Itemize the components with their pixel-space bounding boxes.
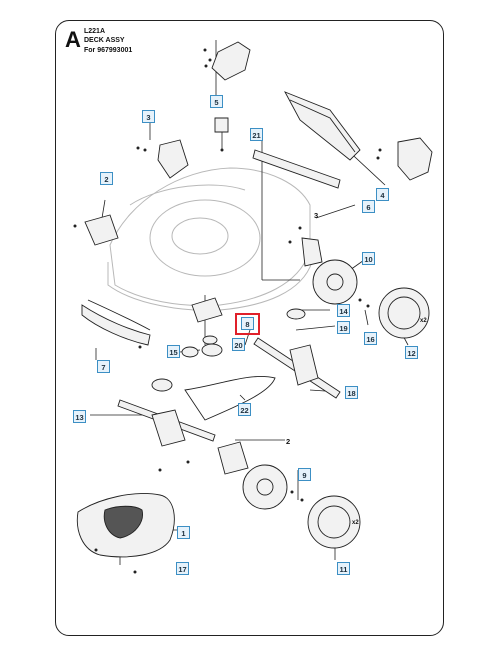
- callout-15[interactable]: 15: [167, 345, 180, 358]
- callout-12[interactable]: 12: [405, 346, 418, 359]
- callout-20[interactable]: 20: [232, 338, 245, 351]
- callout-21[interactable]: 21: [250, 128, 263, 141]
- section-letter: A: [65, 27, 81, 52]
- callout-5[interactable]: 5: [210, 95, 223, 108]
- mower-deck-outline: [107, 167, 313, 311]
- callout-11[interactable]: 11: [337, 562, 350, 575]
- callout-9[interactable]: 9: [298, 468, 311, 481]
- callout-17[interactable]: 17: [176, 562, 189, 575]
- qty-label-wheel-rear: x2: [420, 318, 427, 324]
- parts-drawings: [76, 41, 433, 558]
- diagram-frame: [55, 20, 444, 636]
- callout-22[interactable]: 22: [238, 403, 251, 416]
- callout-19[interactable]: 19: [337, 321, 350, 334]
- callout-7[interactable]: 7: [97, 360, 110, 373]
- highlighted-part-box: [235, 313, 260, 335]
- model-number: L221A: [84, 28, 106, 35]
- callout-6[interactable]: 6: [362, 200, 375, 213]
- callout-8[interactable]: 8: [241, 317, 254, 330]
- callout-10[interactable]: 10: [362, 252, 375, 265]
- label-2-plain[interactable]: 2: [286, 437, 291, 446]
- callout-3-top[interactable]: 3: [142, 110, 155, 123]
- callout-4[interactable]: 4: [376, 188, 389, 201]
- callout-13[interactable]: 13: [73, 410, 86, 423]
- callout-16[interactable]: 16: [364, 332, 377, 345]
- fastener-dots: [73, 48, 382, 574]
- for-product-line: For 967993001: [84, 47, 133, 54]
- callout-18[interactable]: 18: [345, 386, 358, 399]
- callout-14[interactable]: 14: [337, 304, 350, 317]
- qty-label-wheel-front: x2: [352, 520, 359, 526]
- assembly-title: DECK ASSY: [84, 37, 125, 44]
- label-3-plain[interactable]: 3: [314, 211, 319, 220]
- callout-1[interactable]: 1: [177, 526, 190, 539]
- callout-2-top[interactable]: 2: [100, 172, 113, 185]
